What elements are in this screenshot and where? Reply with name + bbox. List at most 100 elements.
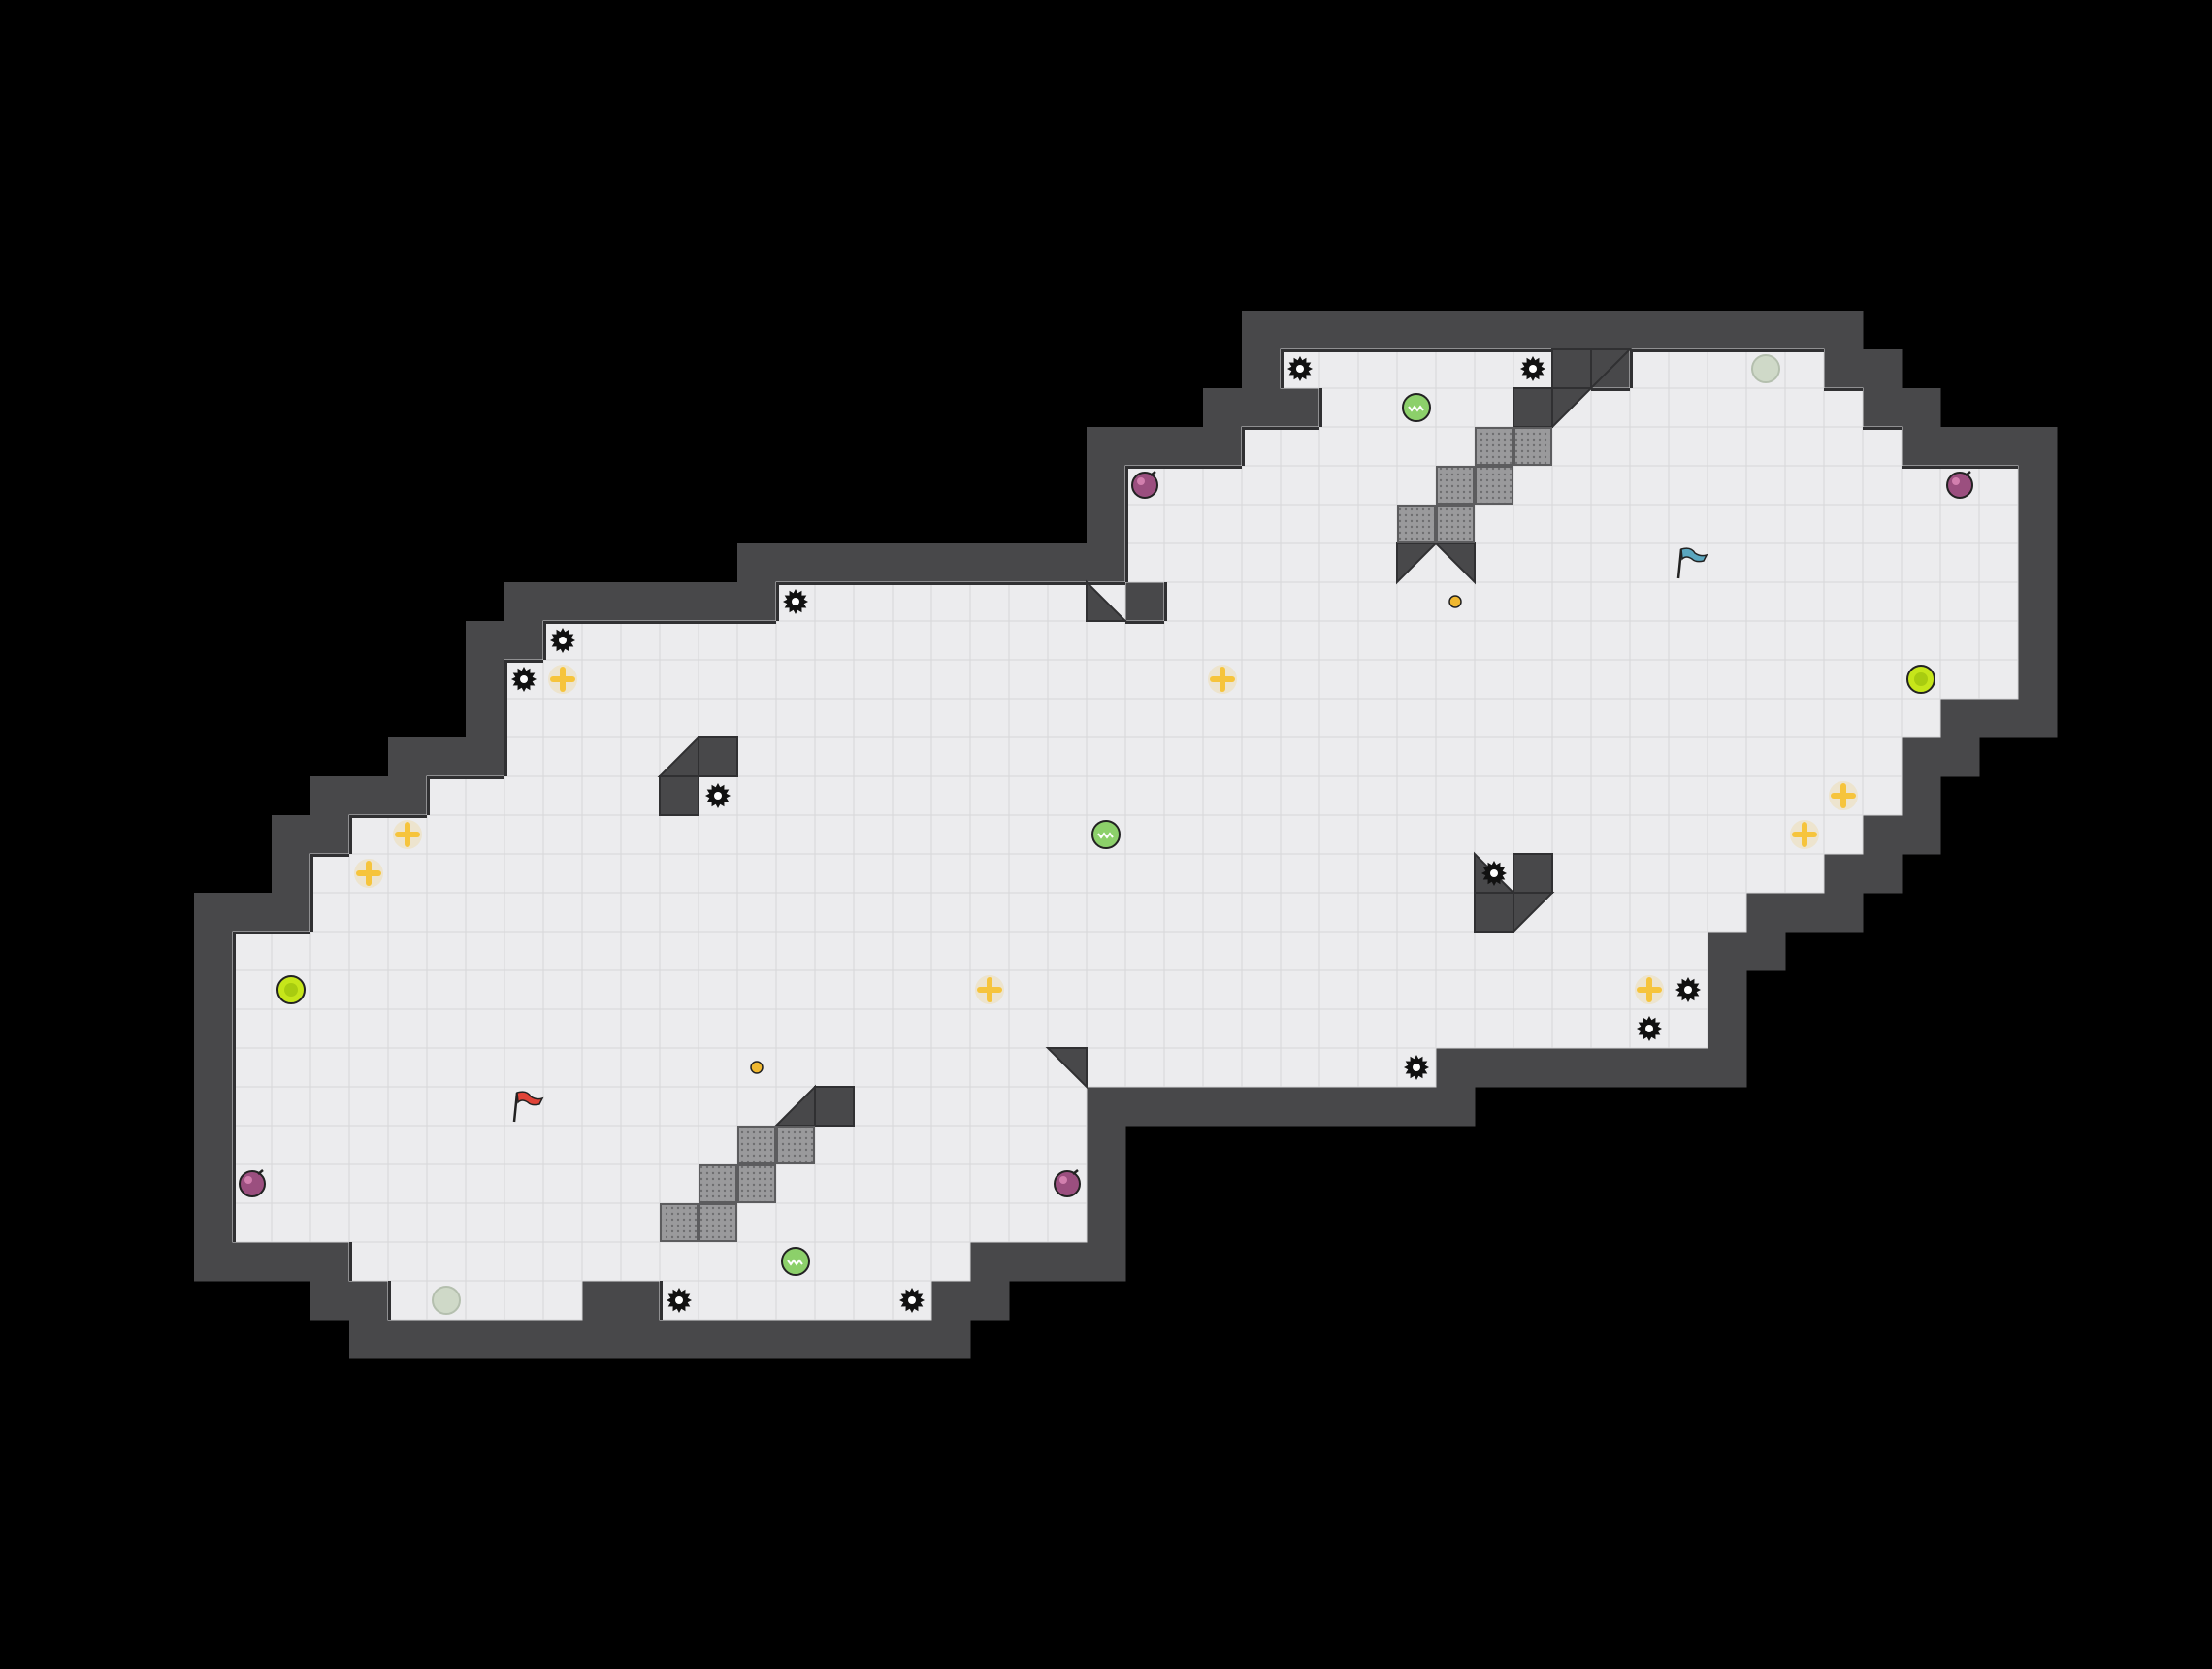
floor-tile	[969, 1008, 1010, 1049]
floor-tile	[309, 1125, 350, 1165]
star-pickup-icon[interactable]	[354, 859, 383, 888]
pale-orb-icon[interactable]	[432, 1286, 461, 1315]
floor-tile	[1163, 659, 1204, 700]
floor-tile	[1823, 581, 1864, 622]
floor-tile	[1707, 504, 1747, 544]
wall-edge	[1281, 349, 1319, 352]
floor-tile	[426, 1241, 467, 1282]
wall-tile	[1708, 1048, 1747, 1088]
floor-tile	[698, 931, 738, 971]
wall-block	[698, 736, 738, 777]
wall-tile	[349, 1281, 389, 1321]
wall-tile	[1863, 388, 1903, 428]
floor-tile	[309, 1008, 350, 1049]
wall-tile	[543, 1320, 583, 1359]
floor-tile	[1280, 814, 1320, 855]
floor-tile	[1318, 814, 1359, 855]
bomb-icon[interactable]	[239, 1169, 266, 1197]
floor-tile	[1629, 426, 1670, 467]
floor-tile	[1163, 1047, 1204, 1088]
lime-orb-icon[interactable]	[276, 975, 306, 1004]
wall-edge	[1125, 505, 1128, 543]
star-pickup-icon[interactable]	[975, 975, 1004, 1004]
floor-tile	[1163, 969, 1204, 1010]
star-pickup-icon[interactable]	[1790, 820, 1819, 849]
floor-tile	[930, 892, 971, 933]
spike-icon	[1481, 861, 1507, 886]
floor-tile	[1280, 698, 1320, 738]
floor-tile	[659, 620, 699, 661]
star-pickup-icon[interactable]	[1635, 975, 1664, 1004]
wall-tile	[2018, 505, 2058, 544]
floor-tile	[1823, 698, 1864, 738]
floor-tile	[581, 1047, 622, 1088]
star-pickup-icon[interactable]	[393, 820, 422, 849]
star-pickup-icon[interactable]	[548, 665, 577, 694]
floor-tile	[1008, 698, 1049, 738]
floor-tile	[542, 1047, 583, 1088]
star-pickup-icon[interactable]	[1208, 665, 1237, 694]
floor-tile	[1862, 736, 1903, 777]
floor-tile	[1513, 698, 1553, 738]
wall-tile	[1824, 349, 1864, 389]
floor-tile	[1241, 736, 1282, 777]
floor-tile	[504, 892, 544, 933]
floor-tile	[814, 1047, 855, 1088]
gold-coin-icon[interactable]	[750, 1061, 764, 1074]
wall-tile	[970, 1242, 1010, 1282]
green-bubble-icon[interactable]	[781, 1247, 810, 1276]
wall-tile	[621, 582, 661, 622]
bomb-icon[interactable]	[1946, 471, 1973, 499]
wall-tile	[1708, 932, 1747, 971]
wall-tile	[1397, 311, 1437, 350]
wall-edge	[699, 621, 737, 624]
lime-orb-icon[interactable]	[1906, 665, 1936, 694]
floor-tile	[581, 1086, 622, 1127]
floor-tile	[775, 892, 816, 933]
wall-edge	[504, 699, 507, 737]
green-bubble-icon[interactable]	[1091, 820, 1121, 849]
floor-tile	[387, 853, 428, 894]
floor-tile	[853, 892, 894, 933]
floor-tile	[1086, 736, 1126, 777]
bomb-icon[interactable]	[1131, 471, 1158, 499]
gold-coin-icon[interactable]	[1448, 595, 1462, 608]
floor-tile	[271, 1202, 311, 1243]
green-bubble-icon[interactable]	[1402, 393, 1431, 422]
floor-tile	[775, 1163, 816, 1204]
floor-tile	[1784, 853, 1825, 894]
red-flag-icon[interactable]	[512, 1091, 544, 1123]
floor-tile	[659, 1241, 699, 1282]
floor-tile	[814, 1008, 855, 1049]
floor-tile	[698, 698, 738, 738]
floor-tile	[1047, 659, 1088, 700]
floor-tile	[1357, 620, 1398, 661]
floor-tile	[504, 853, 544, 894]
floor-tile	[853, 620, 894, 661]
wall-tile	[1552, 1048, 1592, 1088]
floor-tile	[271, 1008, 311, 1049]
wall-tile	[1940, 737, 1980, 777]
pale-orb-icon[interactable]	[1751, 354, 1780, 383]
floor-tile	[1008, 620, 1049, 661]
floor-tile	[892, 659, 932, 700]
star-pickup-icon[interactable]	[1829, 781, 1858, 810]
floor-tile	[1551, 504, 1592, 544]
blue-flag-icon[interactable]	[1676, 547, 1708, 579]
floor-tile	[1823, 736, 1864, 777]
floor-tile	[1707, 542, 1747, 583]
wall-tile	[194, 1164, 234, 1204]
wall-edge	[504, 660, 543, 663]
floor-tile	[1629, 542, 1670, 583]
floor-tile	[814, 659, 855, 700]
wall-tile	[1824, 854, 1864, 894]
floor-tile	[1784, 581, 1825, 622]
floor-tile	[504, 814, 544, 855]
floor-tile	[659, 1086, 699, 1127]
floor-tile	[426, 1163, 467, 1204]
bomb-icon[interactable]	[1054, 1169, 1081, 1197]
floor-tile	[1901, 542, 1941, 583]
wall-tile	[1785, 893, 1825, 933]
floor-tile	[1629, 387, 1670, 428]
